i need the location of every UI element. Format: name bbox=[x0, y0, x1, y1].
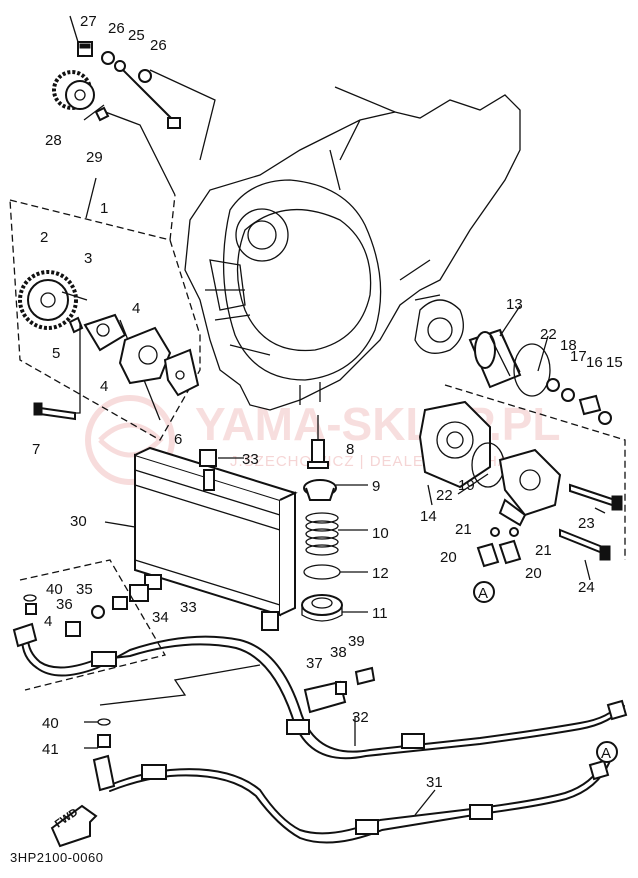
callout-24: 24 bbox=[578, 579, 595, 596]
bolt-8 bbox=[307, 439, 329, 469]
marker-a-upper-label: A bbox=[478, 585, 488, 602]
callout-10: 10 bbox=[372, 525, 389, 542]
callout-40: 40 bbox=[46, 581, 63, 598]
callout-33b: 33 bbox=[180, 599, 197, 616]
callout-21: 21 bbox=[455, 521, 472, 538]
callout-37: 37 bbox=[306, 655, 323, 672]
oil-pump-leader bbox=[169, 194, 176, 241]
bolt-24 bbox=[559, 528, 611, 561]
break-line bbox=[99, 664, 261, 706]
oil-pump-group-outline bbox=[9, 199, 201, 441]
fwd-arrow: FWD bbox=[50, 804, 98, 848]
oil-hose-32 bbox=[12, 622, 628, 760]
callout-23: 23 bbox=[578, 515, 595, 532]
callout-36: 36 bbox=[56, 596, 73, 613]
bolt-27 bbox=[77, 41, 93, 57]
callout-20: 20 bbox=[440, 549, 457, 566]
fittings-20-21 bbox=[476, 527, 522, 568]
callout-26: 26 bbox=[108, 20, 125, 37]
union-fitting-19 bbox=[498, 448, 562, 527]
callout-28: 28 bbox=[45, 132, 62, 149]
callout-31: 31 bbox=[426, 774, 443, 791]
callout-19: 19 bbox=[458, 477, 475, 494]
bolt-7 bbox=[33, 323, 81, 421]
bolt-23 bbox=[569, 483, 623, 511]
oil-hose-31 bbox=[92, 754, 611, 844]
callout-4: 4 bbox=[132, 300, 140, 317]
callout-13: 13 bbox=[506, 296, 523, 313]
oil-pipe-25 bbox=[114, 60, 181, 129]
diagram-code: 3HP2100-0060 bbox=[10, 850, 103, 865]
callout-25: 25 bbox=[128, 27, 145, 44]
callout-14: 14 bbox=[420, 508, 437, 525]
o-ring-12 bbox=[303, 564, 341, 580]
callout-35: 35 bbox=[76, 581, 93, 598]
callout-3: 3 bbox=[84, 250, 92, 267]
callout-20b: 20 bbox=[525, 565, 542, 582]
callout-labels: 27 26 25 26 28 29 1 2 3 5 4 4 6 7 13 22 … bbox=[32, 13, 623, 791]
o-ring-22-upper bbox=[513, 343, 551, 397]
callout-8: 8 bbox=[346, 441, 354, 458]
callout-5: 5 bbox=[52, 345, 60, 362]
callout-1: 1 bbox=[100, 200, 108, 217]
callout-4c: 4 bbox=[44, 613, 52, 630]
marker-a-lower-label: A bbox=[601, 745, 611, 762]
callout-34: 34 bbox=[152, 609, 169, 626]
fittings-33-34 bbox=[112, 584, 149, 610]
marker-a-upper: A bbox=[473, 581, 495, 603]
callout-6: 6 bbox=[174, 431, 182, 448]
callout-21b: 21 bbox=[535, 542, 552, 559]
watermark-brand: YAMA-SKLEP.PL bbox=[195, 398, 561, 450]
washer-26 bbox=[101, 51, 152, 83]
gear-28 bbox=[52, 70, 95, 110]
callout-leaders bbox=[69, 15, 606, 816]
oil-pump-drive-gear bbox=[18, 270, 88, 330]
callout-2: 2 bbox=[40, 229, 48, 246]
callout-26b: 26 bbox=[150, 37, 167, 54]
callout-30: 30 bbox=[70, 513, 87, 530]
oil-cooler-30 bbox=[134, 446, 298, 631]
callout-17: 17 bbox=[570, 348, 587, 365]
callout-29: 29 bbox=[86, 149, 103, 166]
filter-group-outline bbox=[444, 384, 626, 560]
callout-33: 33 bbox=[242, 451, 259, 468]
callout-12: 12 bbox=[372, 565, 389, 582]
callout-22: 22 bbox=[540, 326, 557, 343]
callout-4b: 4 bbox=[100, 378, 108, 395]
callout-18: 18 bbox=[560, 337, 577, 354]
callout-40b: 40 bbox=[42, 715, 59, 732]
callout-9: 9 bbox=[372, 478, 380, 495]
callout-38: 38 bbox=[330, 644, 347, 661]
fitting-group-outline bbox=[19, 559, 166, 691]
bracket-37 bbox=[303, 666, 376, 714]
callout-16: 16 bbox=[586, 354, 603, 371]
seat-11 bbox=[301, 594, 343, 622]
callout-22b: 22 bbox=[436, 487, 453, 504]
callout-11: 11 bbox=[372, 605, 388, 622]
callout-7: 7 bbox=[32, 441, 40, 458]
spring-10 bbox=[305, 512, 339, 556]
callout-32: 32 bbox=[352, 709, 369, 726]
small-parts-15-18 bbox=[546, 378, 612, 425]
crankcase-cover bbox=[184, 94, 521, 411]
callout-39: 39 bbox=[348, 633, 365, 650]
cap-9 bbox=[303, 479, 337, 501]
oil-pump-body bbox=[68, 313, 200, 397]
callout-15: 15 bbox=[606, 354, 623, 371]
fittings-left bbox=[23, 594, 111, 748]
callout-27: 27 bbox=[80, 13, 97, 30]
oil-filter-13 bbox=[468, 328, 522, 389]
leader-lines bbox=[99, 69, 491, 440]
pin-29 bbox=[94, 106, 110, 122]
marker-a-lower: A bbox=[596, 741, 618, 763]
callout-41: 41 bbox=[42, 741, 59, 758]
